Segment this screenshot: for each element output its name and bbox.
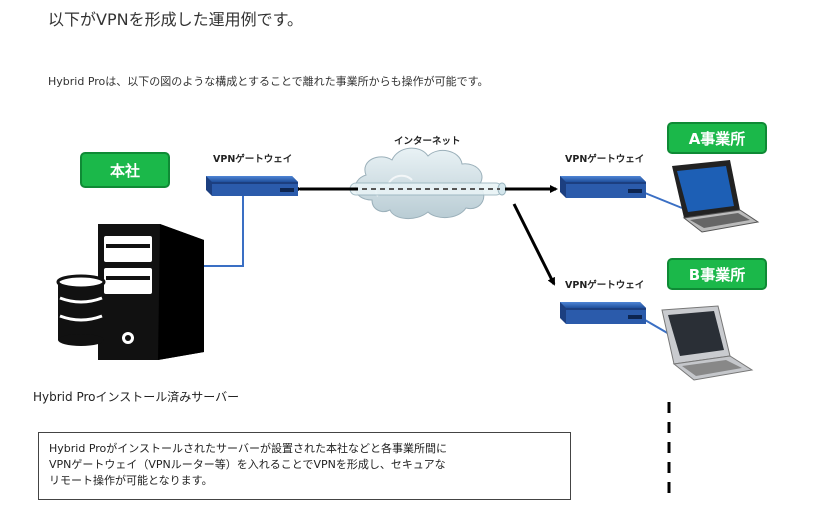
note-line-1: Hybrid Proがインストールされたサーバーが設置された本社などと各事業所間…	[49, 442, 447, 455]
gateway-label-a: VPNゲートウェイ	[565, 154, 645, 165]
intro-text: Hybrid Proは、以下の図のような構成とすることで離れた事業所からも操作が…	[48, 75, 489, 88]
arrow-to-b	[512, 203, 556, 286]
router-a-icon	[560, 176, 646, 198]
laptop-b-icon	[661, 305, 754, 381]
gateway-label-hq: VPNゲートウェイ	[213, 154, 293, 165]
server-icon	[98, 224, 204, 360]
note-line-2: VPNゲートウェイ（VPNルーター等）を入れることでVPNを形成し、セキュアな	[49, 457, 446, 471]
page-heading: 以下がVPNを形成した運用例です。	[48, 10, 303, 29]
router-hq-icon	[206, 176, 298, 196]
gateway-label-b: VPNゲートウェイ	[565, 280, 645, 291]
internet-label: インターネット	[394, 136, 461, 147]
link-a	[644, 192, 683, 209]
hq-link	[198, 196, 244, 267]
hq-badge: 本社	[80, 152, 170, 188]
description-box: Hybrid Proがインストールされたサーバーが設置された本社などと各事業所間…	[38, 432, 571, 500]
database-icon	[56, 274, 106, 346]
site-b-badge: B事業所	[667, 258, 767, 290]
note-line-3: リモート操作が可能となります。	[49, 473, 213, 487]
site-a-badge: A事業所	[667, 122, 767, 154]
router-b-icon	[560, 302, 646, 324]
server-caption: Hybrid Proインストール済みサーバー	[33, 390, 240, 404]
laptop-a-icon	[672, 160, 760, 233]
